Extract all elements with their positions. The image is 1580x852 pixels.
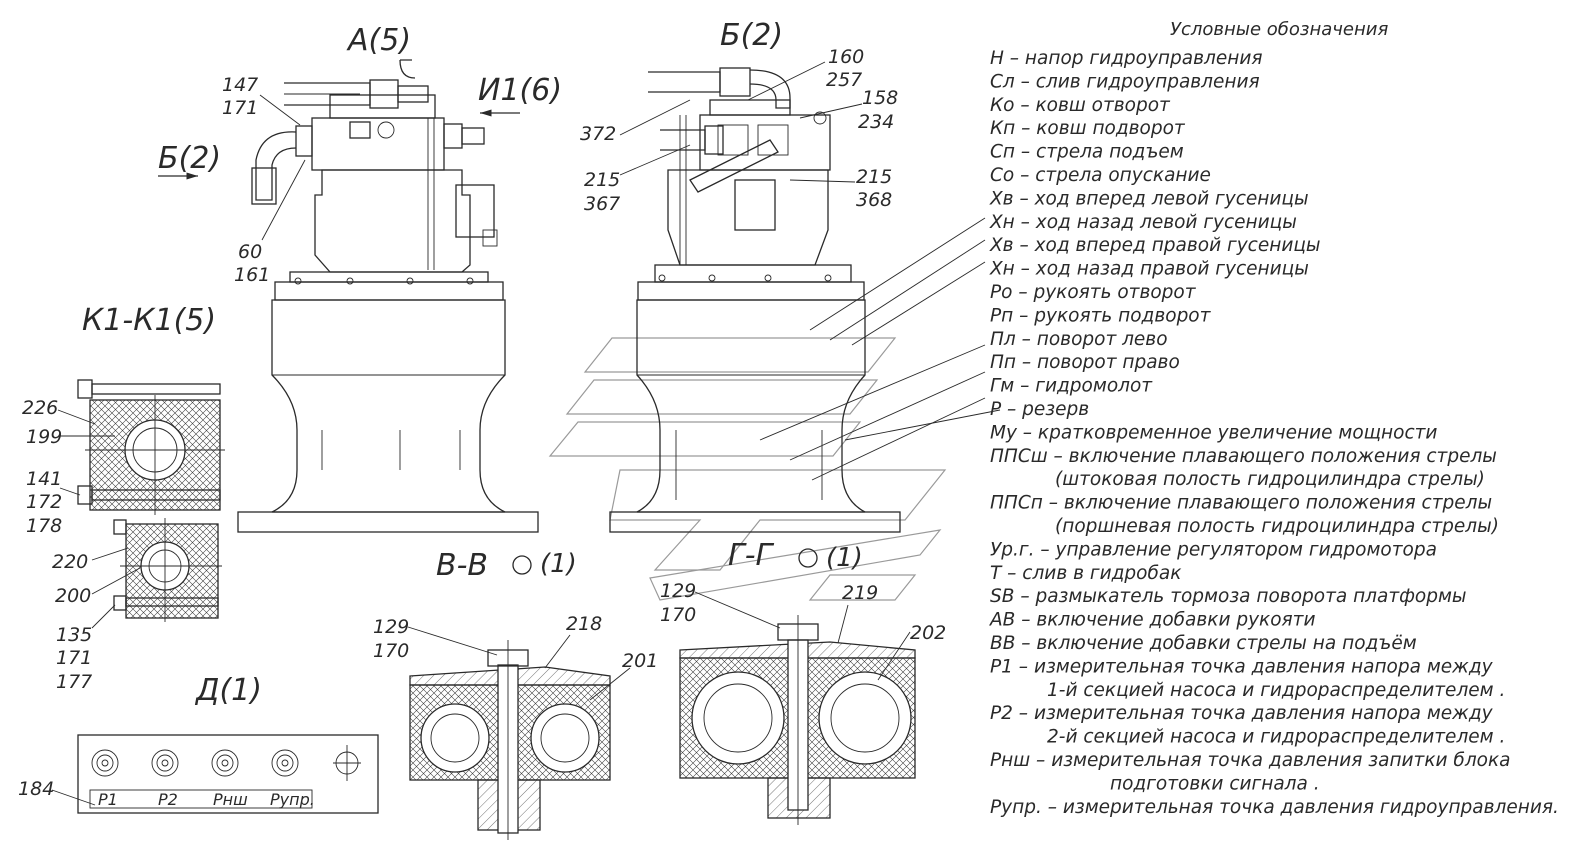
view-b-arrow-title: Б(2) xyxy=(158,141,221,176)
legend-item: Сл – слив гидроуправления xyxy=(990,71,1260,92)
legend-item: SB – размыкатель тормоза поворота платфо… xyxy=(990,586,1467,607)
callout: 171 xyxy=(56,647,92,669)
section-gg-scale: (1) xyxy=(826,543,863,573)
callout: 226 xyxy=(22,397,58,419)
callout: 367 xyxy=(584,193,620,215)
plate-label-pupr: Pупр. xyxy=(270,790,315,809)
legend-item: Хн – ход назад правой гусеницы xyxy=(989,259,1309,280)
callout: 202 xyxy=(910,622,946,644)
legend-item: ППСп – включение плавающего положения ст… xyxy=(990,493,1492,514)
callout: 234 xyxy=(858,111,894,133)
leader-lines xyxy=(51,61,1001,806)
legend-item: 2-й секцией насоса и гидрораспределителе… xyxy=(1047,727,1505,748)
legend-item: Ур.г. – управление регулятором гидромото… xyxy=(990,539,1437,560)
callout: 215 xyxy=(856,166,892,188)
legend-item: Хв – ход вперед правой гусеницы xyxy=(989,235,1321,256)
callout: 172 xyxy=(26,491,62,513)
legend-item: Р2 – измерительная точка давления напора… xyxy=(990,703,1494,724)
legend-item: (поршневая полость гидроцилиндра стрелы) xyxy=(1055,516,1499,537)
callout: 170 xyxy=(660,604,696,626)
legend: Условные обозначения Н – напор гидроупра… xyxy=(989,19,1559,818)
callout: 60 xyxy=(238,241,262,263)
callout: 220 xyxy=(52,551,88,573)
plate-labels: P1 P2 Pнш Pупр. xyxy=(98,790,315,809)
callout: 161 xyxy=(234,264,270,286)
legend-item: Т – слив в гидробак xyxy=(990,563,1182,584)
legend-item: Хв – ход вперед левой гусеницы xyxy=(989,188,1309,209)
legend-item: подготовки сигнала . xyxy=(1110,773,1320,794)
callout: 368 xyxy=(856,189,892,211)
legend-item: ППСш – включение плавающего положения ст… xyxy=(990,446,1497,467)
legend-item: Рупр. – измерительная точка давления гид… xyxy=(990,797,1559,818)
legend-item: Пл – поворот лево xyxy=(990,329,1168,350)
callout: 171 xyxy=(222,97,258,119)
callout: 158 xyxy=(862,87,898,109)
legend-item: Пп – поворот право xyxy=(990,352,1180,373)
legend-item: Рнш – измерительная точка давления запит… xyxy=(990,750,1510,771)
callout: 257 xyxy=(826,69,862,91)
legend-title: Условные обозначения xyxy=(1170,19,1388,40)
section-gg-title: Г-Г xyxy=(728,538,775,573)
callout: 177 xyxy=(56,671,92,693)
legend-item: Р1 – измерительная точка давления напора… xyxy=(990,656,1494,677)
view-b-motor xyxy=(609,67,901,533)
view-d-title: Д(1) xyxy=(194,673,262,708)
callout: 147 xyxy=(222,74,258,96)
callout: 199 xyxy=(26,426,62,448)
view-a-title: А(5) xyxy=(346,23,411,58)
callout: 372 xyxy=(580,123,616,145)
callout: 218 xyxy=(566,613,602,635)
callout: 219 xyxy=(842,582,878,604)
legend-item: ВВ – включение добавки стрелы на подъём xyxy=(990,633,1417,654)
legend-item: Ро – рукоять отворот xyxy=(990,282,1197,303)
section-vv xyxy=(409,555,611,840)
view-b-title: Б(2) xyxy=(720,18,783,53)
callout-numbers: 147 171 60 161 160 257 158 234 372 215 3… xyxy=(18,46,946,800)
legend-item: 1-й секцией насоса и гидрораспределителе… xyxy=(1047,680,1505,701)
callout: 129 xyxy=(373,616,409,638)
plate-label-pnsh: Pнш xyxy=(213,790,248,809)
legend-item: Хн – ход назад левой гусеницы xyxy=(989,212,1297,233)
section-vv-title: В-В xyxy=(436,548,488,583)
callout: 135 xyxy=(56,624,92,646)
section-k1 xyxy=(77,379,225,622)
callout: 160 xyxy=(828,46,864,68)
legend-item: АВ – включение добавки рукояти xyxy=(989,610,1315,631)
watermark-logo xyxy=(548,337,947,601)
section-vv-scale: (1) xyxy=(540,549,577,579)
legend-item: Кп – ковш подворот xyxy=(990,118,1186,139)
view-i1-title: И1(6) xyxy=(478,73,562,108)
callout: 201 xyxy=(622,650,658,672)
callout: 184 xyxy=(18,778,54,800)
plate-label-p1: P1 xyxy=(98,790,118,809)
view-a-motor xyxy=(237,59,539,533)
legend-item: Р – резерв xyxy=(990,399,1089,420)
plate-label-p2: P2 xyxy=(158,790,178,809)
section-k1-title: К1-К1(5) xyxy=(82,303,216,338)
section-gg xyxy=(679,548,916,825)
legend-item: Гм – гидромолот xyxy=(990,376,1153,397)
legend-item: Со – стрела опускание xyxy=(990,165,1211,186)
callout: 178 xyxy=(26,515,62,537)
callout: 141 xyxy=(26,468,62,490)
legend-item: Сп – стрела подъем xyxy=(990,142,1184,163)
legend-item: (штоковая полость гидроцилиндра стрелы) xyxy=(1055,469,1485,490)
legend-item: Му – кратковременное увеличение мощности xyxy=(990,422,1437,443)
callout: 170 xyxy=(373,640,409,662)
legend-item: Н – напор гидроуправления xyxy=(990,48,1262,69)
callout: 215 xyxy=(584,169,620,191)
legend-item: Ко – ковш отворот xyxy=(990,95,1171,116)
legend-item: Рп – рукоять подворот xyxy=(990,305,1212,326)
callout: 200 xyxy=(55,585,91,607)
callout: 129 xyxy=(660,580,696,602)
view-d-plate xyxy=(77,734,379,814)
direction-arrows xyxy=(158,109,520,180)
